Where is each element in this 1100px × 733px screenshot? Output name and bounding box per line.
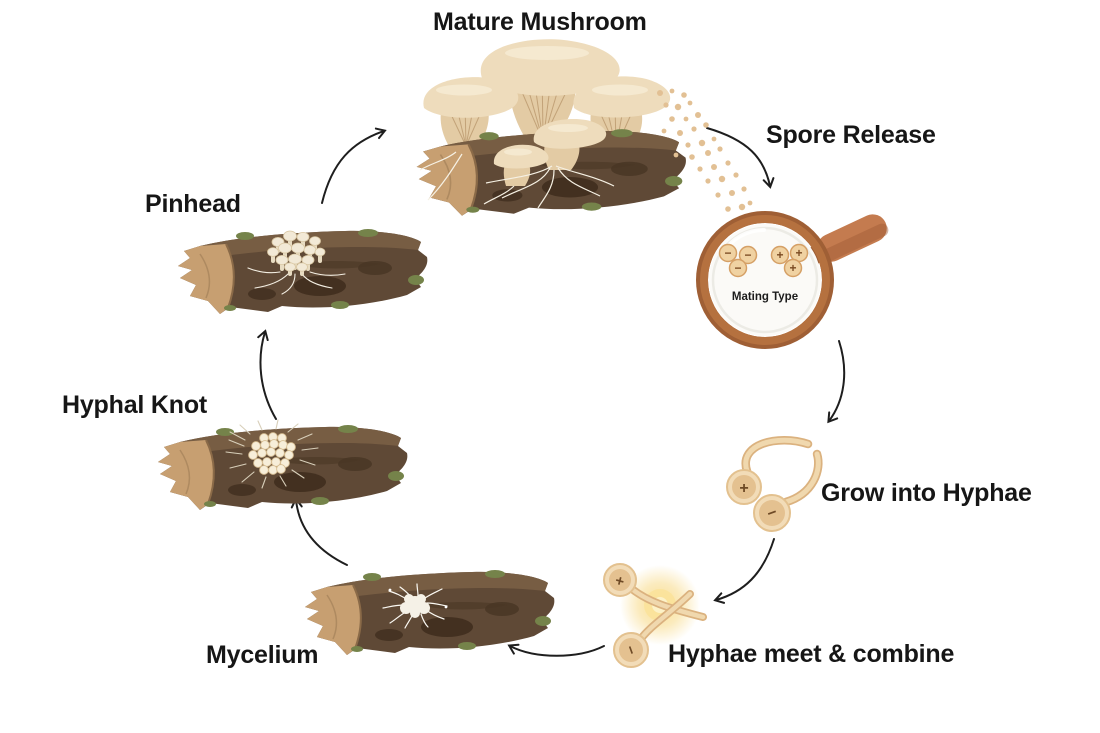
magnifier-lens [709,224,821,336]
mature-mushroom-illustration [415,39,688,217]
spore-minus-icon: − [753,494,791,532]
hyphae-meet-illustration: + − [603,563,707,668]
spore-plus-icon [783,258,803,278]
arrow-mycelium-to-knot [290,497,348,566]
svg-text:+: + [795,246,802,260]
arrow-matingtype-to-hyphae [827,340,846,424]
spore-plus-icon [770,245,790,265]
magnifier-icon: − − − + + + [696,211,889,349]
svg-text:−: − [734,261,741,275]
stage-label-pinhead: Pinhead [145,190,241,218]
stage-label-grow-into-hyphae: Grow into Hyphae [821,479,1032,507]
spore-minus-icon [738,245,758,265]
mycelium-patch [382,583,448,629]
hyphal-knot-cluster [225,419,319,489]
svg-text:+: + [739,480,748,497]
arrow-knot-to-pinhead [257,329,277,420]
spore-cloud [657,88,755,226]
stage-label-hyphal-knot: Hyphal Knot [62,391,208,419]
spore-minus-icon: − [613,632,649,668]
stage-label-mature-mushroom: Mature Mushroom [433,8,647,36]
arrow-pinhead-to-mature [321,127,387,204]
stage-label-mycelium: Mycelium [206,641,319,669]
svg-text:+: + [789,261,796,275]
spore-plus-icon: + [603,563,637,597]
spore-minus-icon [718,243,738,263]
spore-minus-icon [728,258,748,278]
mating-type-label: Mating Type [731,291,799,303]
svg-text:−: − [744,248,751,262]
hyphal-knot-illustration [157,419,409,511]
mating-type-spores: − − − + + + [718,243,809,278]
arrow-mature-to-matingtype [706,127,775,189]
pinhead-cluster [247,230,346,295]
oyster-mushroom-cluster [423,39,671,150]
root-threads [419,151,615,209]
oyster-mushroom-front [493,118,607,186]
grow-into-hyphae-illustration: + − [726,435,823,532]
arrow-meet-to-mycelium [507,643,605,657]
arrow-hyphae-to-meet [713,538,775,604]
svg-text:−: − [724,246,731,260]
stage-label-hyphae-meet: Hyphae meet & combine [668,640,955,668]
stage-label-spore-release: Spore Release [766,121,936,149]
spore-plus-icon: + [726,469,762,505]
pinhead-illustration [177,228,429,315]
svg-text:+: + [776,248,783,262]
mycelium-illustration [304,569,556,656]
